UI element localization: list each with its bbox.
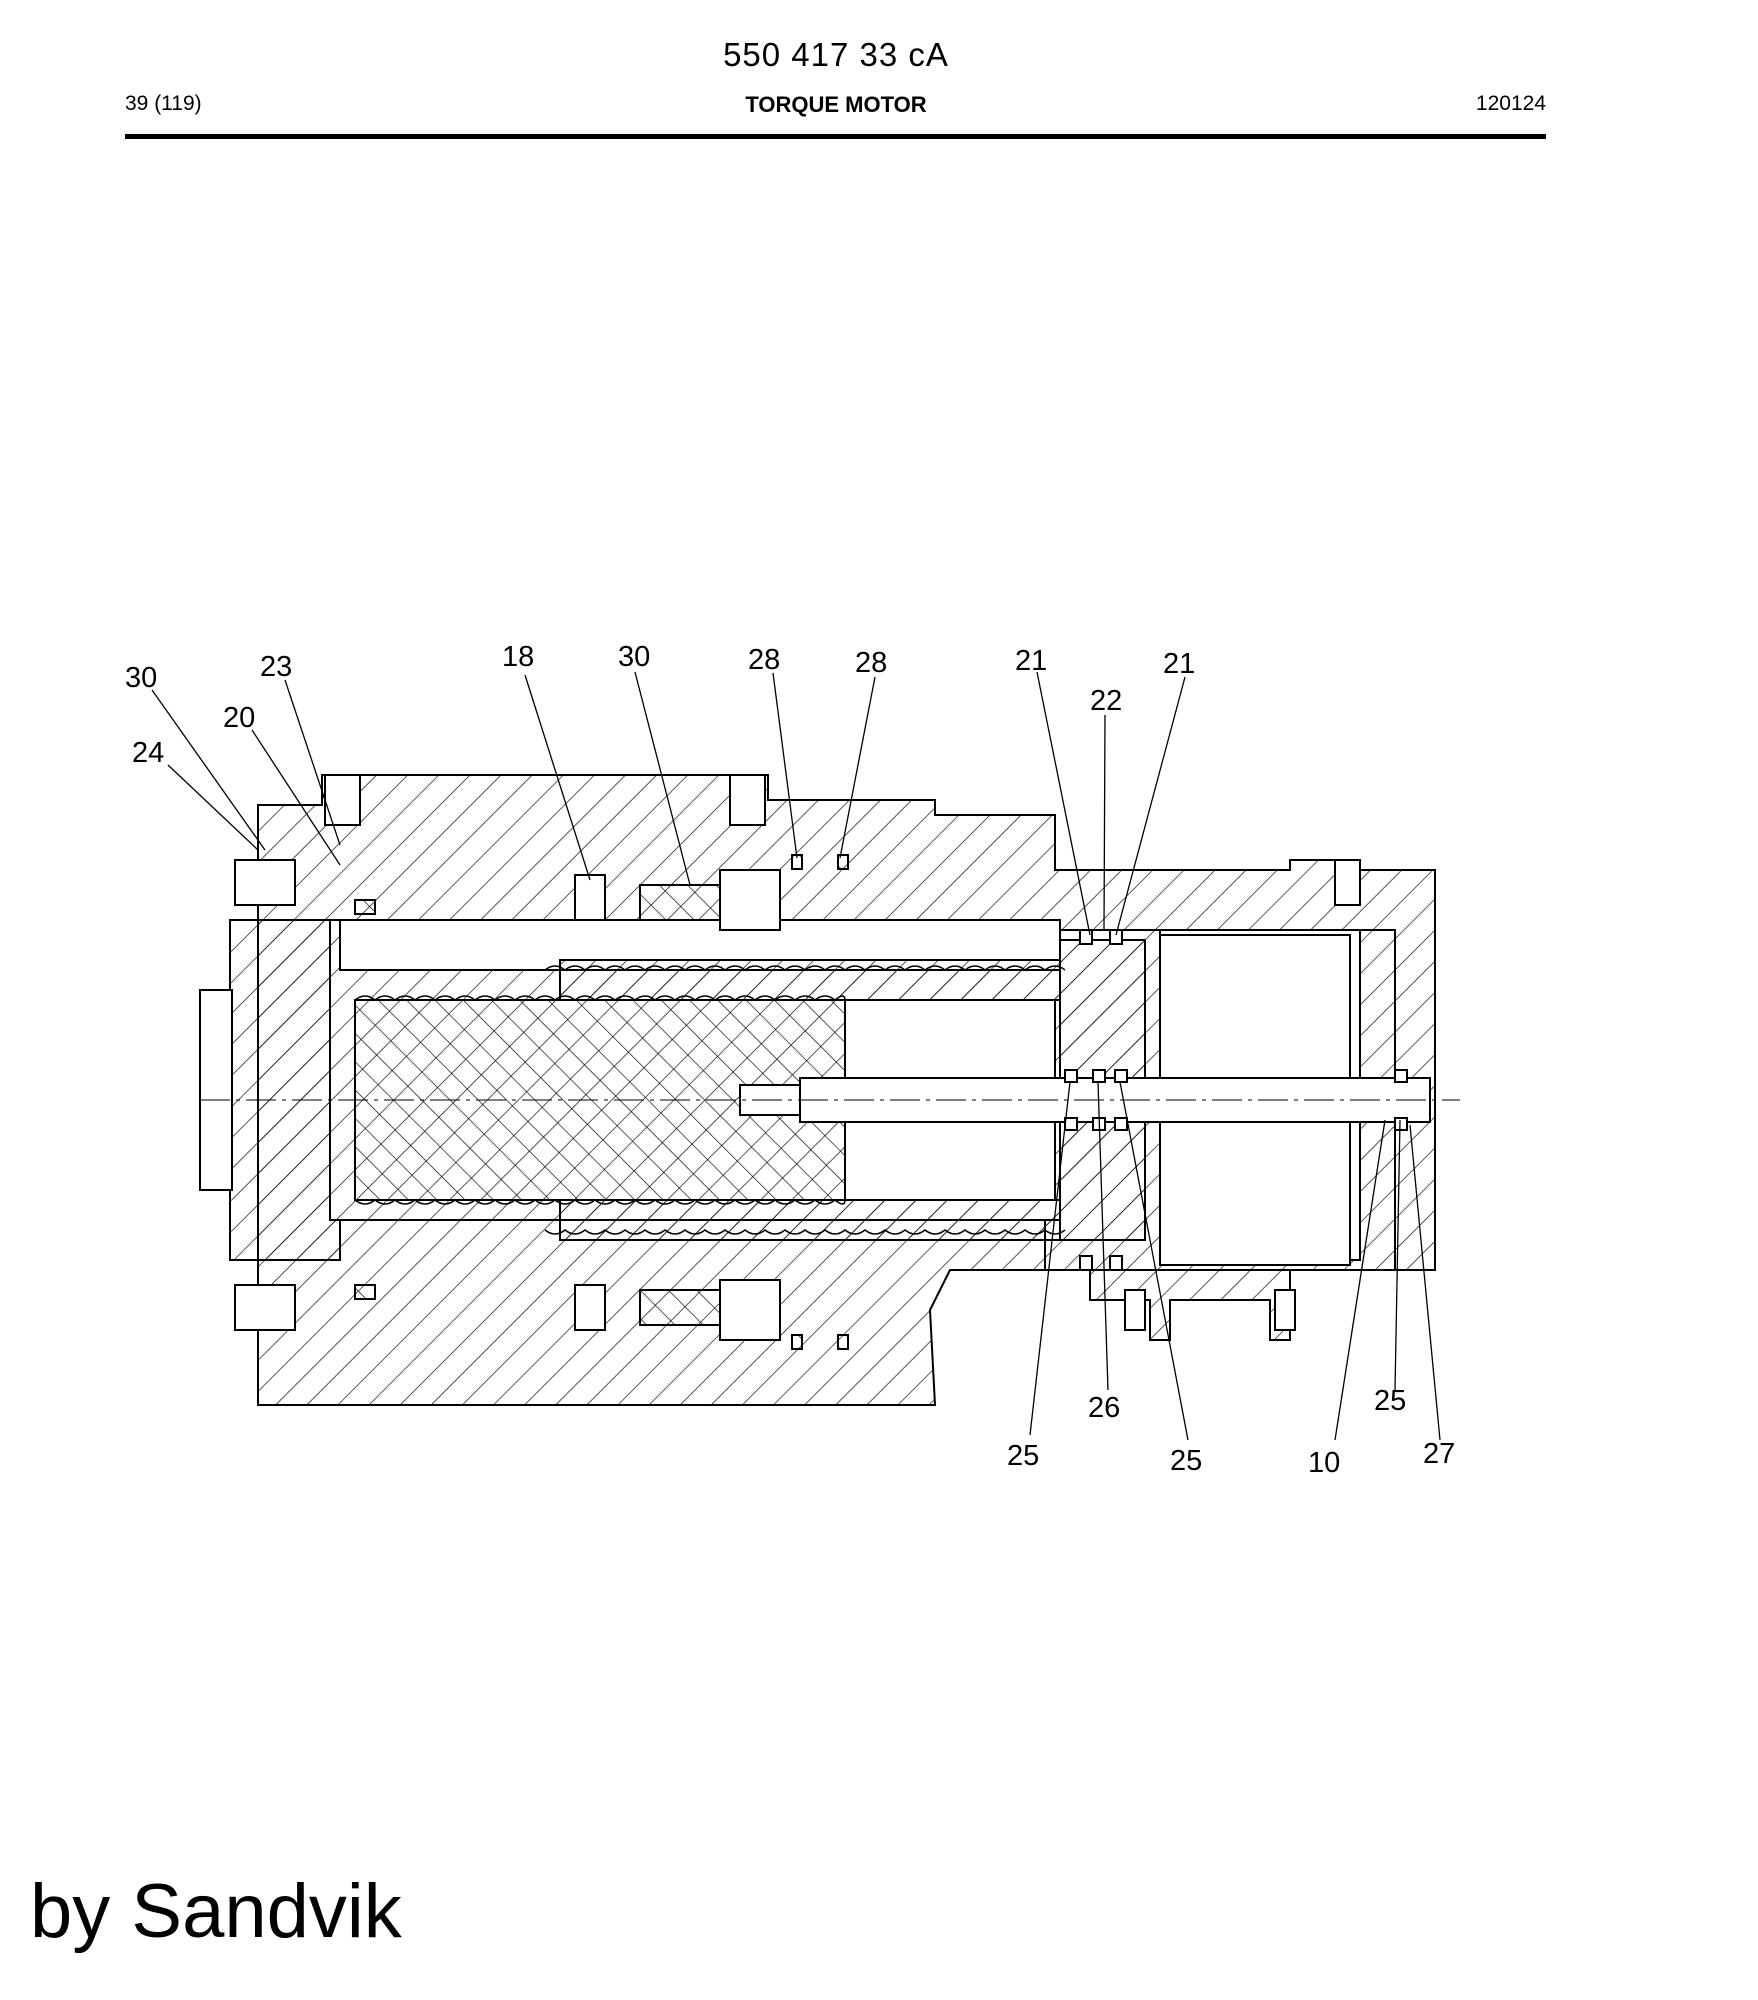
callout-labels: 30 23 20 24 18 30 28 28 21 22 21 25 26 2… xyxy=(125,641,1455,1479)
callout-21-b: 21 xyxy=(1163,648,1195,680)
date-code: 120124 xyxy=(1475,92,1546,115)
leader-lines xyxy=(151,671,1441,1441)
callout-25-c: 25 xyxy=(1374,1385,1406,1417)
callout-22: 22 xyxy=(1090,685,1122,717)
callout-26: 26 xyxy=(1088,1392,1120,1424)
callout-25-b: 25 xyxy=(1170,1445,1202,1477)
callout-27: 27 xyxy=(1423,1438,1455,1470)
thread-teeth xyxy=(354,965,1066,1235)
callout-23: 23 xyxy=(260,651,292,683)
page-title: TORQUE MOTOR xyxy=(745,92,927,117)
callout-18: 18 xyxy=(502,641,534,673)
callout-20: 20 xyxy=(223,702,255,734)
document-number: 550 417 33 cA xyxy=(723,36,949,73)
callout-28-b: 28 xyxy=(855,647,887,679)
header-rule xyxy=(125,134,1546,139)
callout-30-mid: 30 xyxy=(618,641,650,673)
callout-21-a: 21 xyxy=(1015,645,1047,677)
page-number: 39 (119) xyxy=(125,92,202,115)
callout-10: 10 xyxy=(1308,1447,1340,1479)
callout-24: 24 xyxy=(132,737,164,769)
callout-25-a: 25 xyxy=(1007,1440,1039,1472)
callout-30-left: 30 xyxy=(125,662,157,694)
footer-credit: by Sandvik xyxy=(30,1869,402,1954)
callout-28-a: 28 xyxy=(748,644,780,676)
